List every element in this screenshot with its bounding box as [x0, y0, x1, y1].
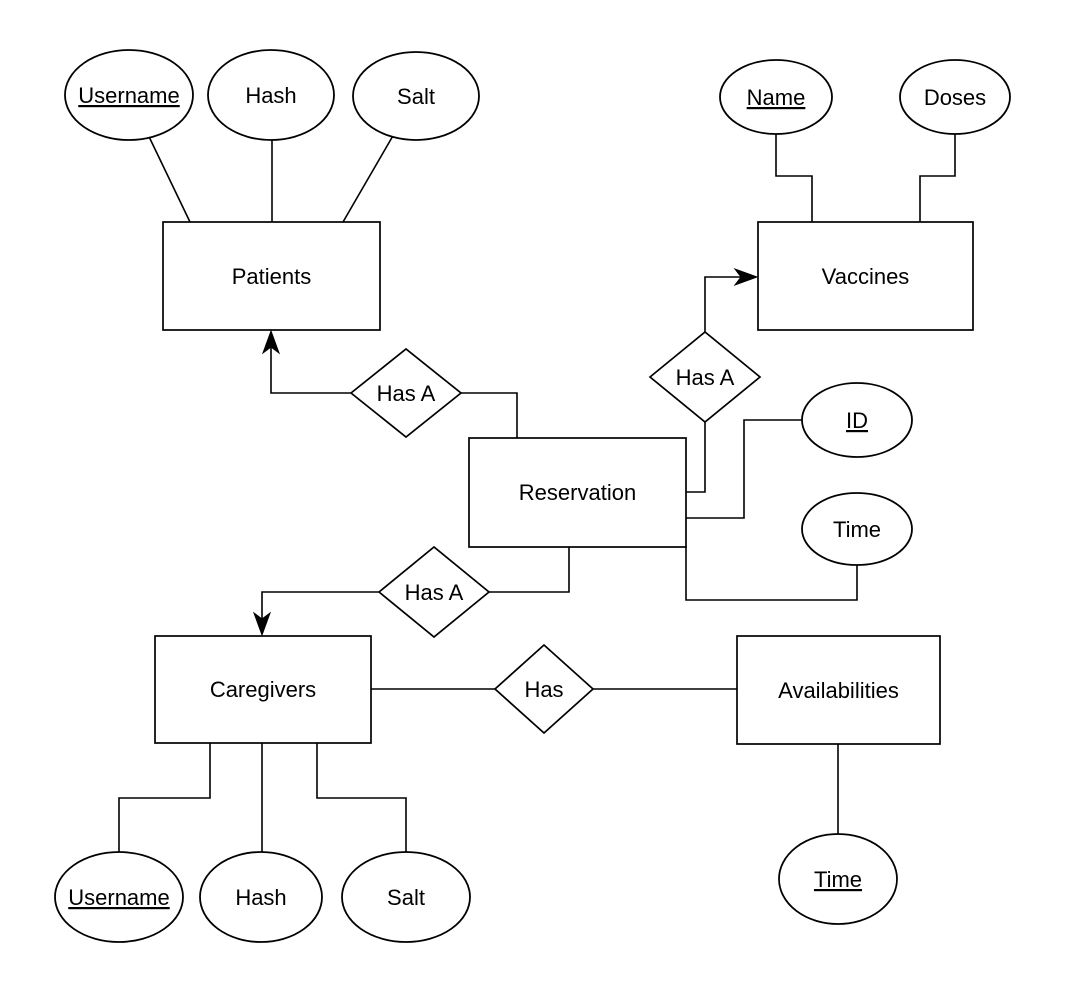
attribute-caregivers-username: Username	[54, 851, 184, 943]
attribute-label-patients-salt: Salt	[397, 84, 435, 109]
attribute-reservation-id: ID	[801, 382, 913, 458]
attribute-ellipse-patients-username	[64, 49, 194, 141]
connector-hasa-to-caregivers	[261, 591, 379, 628]
entity-rect-vaccines	[757, 221, 974, 331]
connector-hasa-to-patients	[270, 338, 351, 394]
relationship-hasa-reservation-caregivers: Has A	[377, 545, 491, 639]
relationship-diamond-hasa-caregivers	[377, 545, 491, 639]
relationship-diamond-hasa-vaccines	[648, 330, 762, 424]
entity-patients: Patients	[162, 221, 381, 331]
entity-label-patients: Patients	[232, 264, 312, 289]
attribute-reservation-time: Time	[801, 492, 913, 566]
relationship-has-caregivers-availabilities: Has	[493, 643, 595, 735]
arrowhead-into-caregivers	[252, 611, 272, 637]
connector-hasa-to-vaccines	[704, 276, 750, 332]
entity-rect-availabilities	[736, 635, 941, 745]
entity-label-availabilities: Availabilities	[778, 678, 899, 703]
entity-rect-caregivers	[154, 635, 372, 744]
connector-caregivers-username	[118, 743, 211, 865]
attribute-label-caregivers-username: Username	[68, 885, 169, 910]
attribute-label-reservation-id: ID	[846, 408, 868, 433]
entity-rect-patients	[162, 221, 381, 331]
attribute-label-caregivers-hash: Hash	[235, 885, 286, 910]
attribute-patients-username: Username	[64, 49, 194, 141]
relationship-diamond-hasa-patients	[349, 347, 463, 439]
relationship-diamond-has-availabilities	[493, 643, 595, 735]
attribute-ellipse-reservation-time	[801, 492, 913, 566]
relationship-label-hasa-caregivers: Has A	[405, 580, 464, 605]
attribute-label-reservation-time: Time	[833, 517, 881, 542]
attribute-ellipse-patients-salt	[352, 51, 480, 141]
entity-reservation: Reservation	[468, 437, 687, 548]
attribute-label-patients-hash: Hash	[245, 83, 296, 108]
attribute-patients-salt: Salt	[352, 51, 480, 141]
connector-caregivers-salt	[316, 743, 407, 865]
attribute-ellipse-vaccines-doses	[899, 59, 1011, 135]
attribute-label-availabilities-time: Time	[814, 867, 862, 892]
connector-hasa-vaccines-to-reservation	[686, 422, 706, 493]
connector-hasa-patients-to-reservation	[461, 392, 518, 438]
attribute-ellipse-caregivers-salt	[341, 851, 471, 943]
relationship-hasa-reservation-patients: Has A	[349, 347, 463, 439]
entity-caregivers: Caregivers	[154, 635, 372, 744]
connector-reservation-to-hasa-caregivers	[489, 547, 570, 593]
attribute-caregivers-salt: Salt	[341, 851, 471, 943]
attribute-label-patients-username: Username	[78, 83, 179, 108]
attribute-patients-hash: Hash	[207, 49, 335, 141]
connector-reservation-id	[686, 419, 830, 519]
entity-label-reservation: Reservation	[519, 480, 636, 505]
relationship-hasa-reservation-vaccines: Has A	[648, 330, 762, 424]
attribute-label-caregivers-salt: Salt	[387, 885, 425, 910]
attribute-vaccines-doses: Doses	[899, 59, 1011, 135]
relationship-label-hasa-vaccines: Has A	[676, 365, 735, 390]
connector-reservation-time	[685, 545, 858, 601]
arrowhead-into-patients	[261, 329, 281, 355]
attribute-ellipse-caregivers-username	[54, 851, 184, 943]
connector-vaccines-doses	[919, 97, 956, 222]
attribute-ellipse-availabilities-time	[778, 833, 898, 925]
entity-label-caregivers: Caregivers	[210, 677, 316, 702]
connector-layer	[118, 94, 956, 865]
attribute-ellipse-vaccines-name	[719, 59, 833, 135]
entity-availabilities: Availabilities	[736, 635, 941, 745]
attribute-ellipse-caregivers-hash	[199, 851, 323, 943]
entity-rect-reservation	[468, 437, 687, 548]
attribute-label-vaccines-doses: Doses	[924, 85, 986, 110]
attribute-availabilities-time: Time	[778, 833, 898, 925]
attribute-ellipse-reservation-id	[801, 382, 913, 458]
relationship-label-hasa-patients: Has A	[377, 381, 436, 406]
entity-vaccines: Vaccines	[757, 221, 974, 331]
entity-label-vaccines: Vaccines	[822, 264, 910, 289]
attribute-ellipse-patients-hash	[207, 49, 335, 141]
relationship-label-has-availabilities: Has	[524, 677, 563, 702]
connector-vaccines-name	[775, 97, 813, 222]
attribute-label-vaccines-name: Name	[747, 85, 806, 110]
attribute-caregivers-hash: Hash	[199, 851, 323, 943]
attribute-vaccines-name: Name	[719, 59, 833, 135]
arrowhead-into-vaccines	[733, 267, 759, 287]
